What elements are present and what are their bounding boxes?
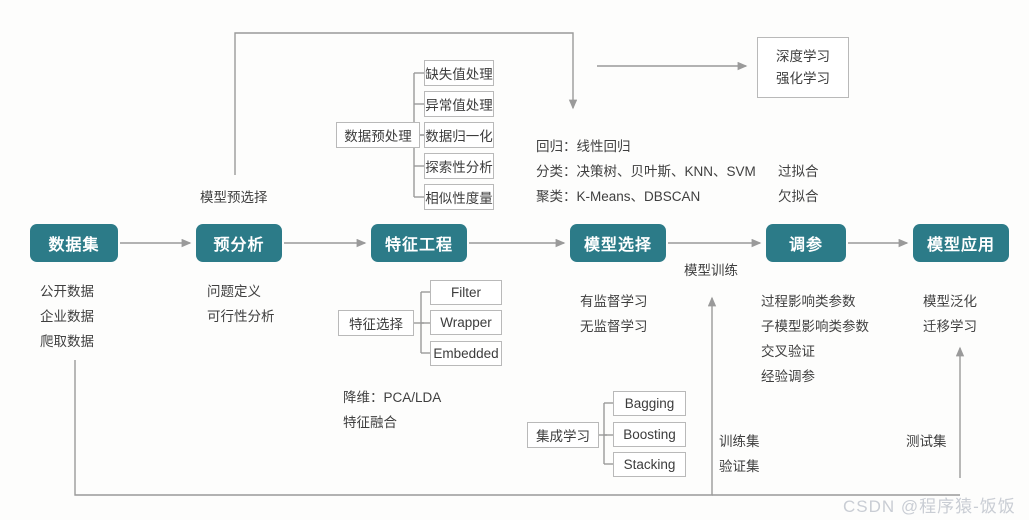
deep-learning-label: 深度学习 bbox=[776, 48, 830, 64]
note-line: 公开数据 bbox=[40, 284, 94, 299]
model-family-regression: 回归：线性回归 bbox=[536, 139, 631, 154]
note-line: 交叉验证 bbox=[761, 344, 815, 359]
train-set-label: 训练集 bbox=[719, 434, 760, 449]
ensemble-child-stacking[interactable]: Stacking bbox=[613, 452, 686, 477]
reinforcement-learning-label: 强化学习 bbox=[776, 70, 830, 86]
preprocess-child-missing-value[interactable]: 缺失值处理 bbox=[424, 60, 494, 86]
flow-step-tuning[interactable]: 调参 bbox=[766, 224, 846, 262]
overfitting-label: 过拟合 bbox=[778, 164, 819, 179]
note-line: 模型泛化 bbox=[923, 294, 977, 309]
ensemble-child-bagging[interactable]: Bagging bbox=[613, 391, 686, 416]
arrow-preselect-bracket bbox=[234, 32, 578, 175]
note-line: 可行性分析 bbox=[207, 309, 275, 324]
deep-learning-box[interactable]: 深度学习 强化学习 bbox=[757, 37, 849, 98]
model-preselect-label: 模型预选择 bbox=[200, 190, 268, 205]
feature-tree-connectors bbox=[414, 291, 430, 354]
fit-text: 过拟合 欠拟合 bbox=[778, 159, 819, 209]
preprocess-root-box[interactable]: 数据预处理 bbox=[336, 122, 420, 148]
note-line: 迁移学习 bbox=[923, 319, 977, 334]
flow-step-dataset[interactable]: 数据集 bbox=[30, 224, 118, 262]
preprocess-child-outlier[interactable]: 异常值处理 bbox=[424, 91, 494, 117]
application-notes: 模型泛化 迁移学习 bbox=[923, 289, 977, 339]
model-selection-notes: 有监督学习 无监督学习 bbox=[580, 289, 648, 339]
flow-step-model-application[interactable]: 模型应用 bbox=[913, 224, 1009, 262]
model-family-classification: 分类：决策树、贝叶斯、KNN、SVM bbox=[536, 164, 756, 179]
flow-step-model-selection[interactable]: 模型选择 bbox=[570, 224, 666, 262]
model-family-clustering: 聚类：K-Means、DBSCAN bbox=[536, 189, 701, 204]
dataset-notes: 公开数据 企业数据 爬取数据 bbox=[40, 279, 94, 354]
preprocess-child-similarity[interactable]: 相似性度量 bbox=[424, 184, 494, 210]
tuning-notes: 过程影响类参数 子模型影响类参数 交叉验证 经验调参 bbox=[761, 289, 869, 389]
valid-set-label: 验证集 bbox=[719, 459, 760, 474]
feature-fusion-label: 特征融合 bbox=[343, 415, 397, 430]
note-line: 经验调参 bbox=[761, 369, 815, 384]
edge-label-model-training: 模型训练 bbox=[684, 263, 738, 278]
preprocess-child-normalization[interactable]: 数据归一化 bbox=[424, 122, 494, 148]
preanalysis-notes: 问题定义 可行性分析 bbox=[207, 279, 275, 329]
feature-select-child-embedded[interactable]: Embedded bbox=[430, 341, 502, 366]
note-line: 企业数据 bbox=[40, 309, 94, 324]
ensemble-child-boosting[interactable]: Boosting bbox=[613, 422, 686, 447]
ensemble-tree-connectors bbox=[599, 402, 613, 465]
note-line: 爬取数据 bbox=[40, 334, 94, 349]
note-line: 有监督学习 bbox=[580, 294, 648, 309]
note-line: 无监督学习 bbox=[580, 319, 648, 334]
dim-reduction-label: 降维：PCA/LDA bbox=[343, 390, 442, 405]
underfitting-label: 欠拟合 bbox=[778, 189, 819, 204]
feature-select-child-wrapper[interactable]: Wrapper bbox=[430, 310, 502, 335]
ensemble-root-box[interactable]: 集成学习 bbox=[527, 422, 599, 448]
note-line: 过程影响类参数 bbox=[761, 294, 856, 309]
note-line: 子模型影响类参数 bbox=[761, 319, 869, 334]
watermark: CSDN @程序猿-饭饭 bbox=[843, 497, 1016, 516]
feature-select-root-box[interactable]: 特征选择 bbox=[338, 310, 414, 336]
preprocess-child-eda[interactable]: 探索性分析 bbox=[424, 153, 494, 179]
model-family-text: 回归：线性回归 分类：决策树、贝叶斯、KNN、SVM 聚类：K-Means、DB… bbox=[536, 134, 756, 209]
feature-select-child-filter[interactable]: Filter bbox=[430, 280, 502, 305]
flow-step-feature-engineering[interactable]: 特征工程 bbox=[371, 224, 467, 262]
flow-step-preanalysis[interactable]: 预分析 bbox=[196, 224, 282, 262]
note-line: 问题定义 bbox=[207, 284, 261, 299]
test-set-label: 测试集 bbox=[906, 434, 947, 449]
